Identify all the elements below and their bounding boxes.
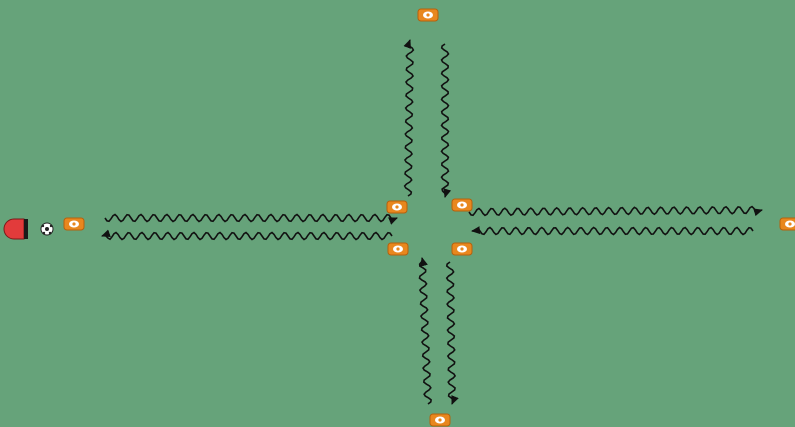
cone-icon-8 — [430, 414, 450, 426]
soccer-ball-icon — [41, 223, 53, 235]
player-icon — [4, 219, 24, 239]
cone-icon-6 — [452, 243, 472, 255]
cone-icon-2 — [64, 218, 84, 230]
cone-icon-7 — [780, 218, 795, 230]
cone-icon-3 — [387, 201, 407, 213]
cone-icon-5 — [388, 243, 408, 255]
cone-icon-1 — [418, 9, 438, 21]
cone-icon-4 — [452, 199, 472, 211]
player-shoulder-icon — [24, 219, 28, 239]
